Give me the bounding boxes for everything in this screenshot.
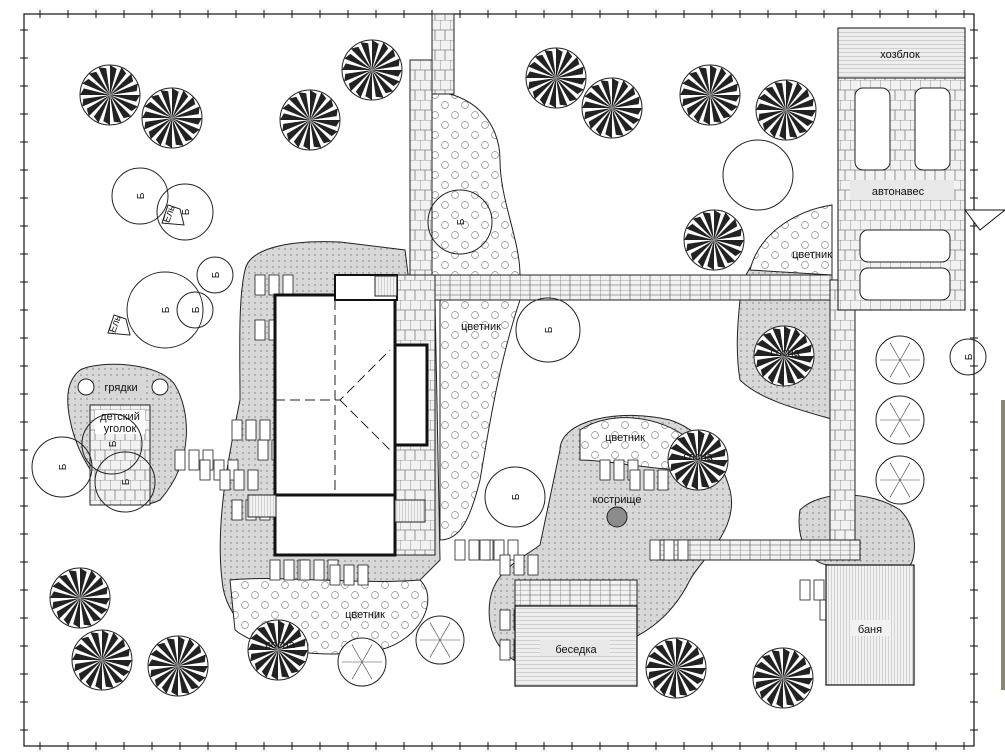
outbuilding-label: хозблок [880, 49, 920, 61]
carport-label: автонавес [872, 186, 925, 198]
birch-tree-icon: Б [126, 271, 204, 349]
pine-tree-icon [645, 637, 707, 699]
pine-tree-icon [147, 635, 209, 697]
firepit-label: кострище [593, 494, 642, 506]
birch-tree-icon: Б [94, 451, 156, 513]
conifer-trees [49, 39, 817, 709]
tree-canopy-icon [722, 139, 794, 211]
shrub-icon [337, 637, 387, 687]
shrub-icon [415, 615, 465, 665]
svg-text:Ель: Ель [161, 204, 177, 224]
bathhouse-label: баня [858, 624, 882, 636]
birch-mark: Б [161, 306, 172, 313]
pine-tree-icon [683, 209, 745, 271]
pine-tree-icon [49, 567, 111, 629]
birch-mark: Б [964, 353, 975, 360]
outbuilding: хозблок [837, 27, 966, 79]
pine-tree-icon [279, 89, 341, 151]
gazebo: беседка [514, 605, 638, 687]
pine-tree-icon [525, 47, 587, 109]
pine-east-label: сосна [770, 347, 800, 359]
pine-tree-icon [141, 87, 203, 149]
pine-center-label: сосна [683, 451, 713, 463]
birch-tree-icon: Б [427, 189, 493, 255]
pine-tree-icon [679, 64, 741, 126]
kids-corner-label-1: детский [100, 411, 140, 423]
flowerbed-pond-label: цветник [605, 432, 645, 444]
birch-mark: Б [511, 493, 522, 500]
birch-tree-icon: Б [484, 466, 546, 528]
birch-mark: Б [58, 463, 69, 470]
carport: автонавес [837, 77, 1005, 311]
birch-tree-icon: Б [156, 183, 214, 241]
shrubs [337, 335, 925, 687]
shrub-icon [875, 335, 925, 385]
birch-mark: Б [544, 326, 555, 333]
beds-label: грядки [104, 382, 137, 394]
svg-text:Ель: Ель [107, 314, 123, 334]
pine-south-label: сосна [265, 639, 295, 651]
birch-mark: Б [121, 478, 132, 485]
birch-tree-icon: Б [111, 167, 169, 225]
birch-mark: Б [136, 192, 147, 199]
flowerbed-east-label: цветник [792, 249, 832, 261]
gazebo-label: беседка [555, 644, 597, 656]
birch-mark: Б [181, 208, 192, 215]
birch-tree-icon: Б [949, 338, 987, 376]
spruce-icon: Ель [107, 314, 131, 336]
plot-boundary [23, 13, 975, 747]
shrub-icon [875, 455, 925, 505]
pine-tree-icon [753, 325, 815, 387]
birch-tree-icon: Б [196, 256, 234, 294]
pine-tree-icon [581, 77, 643, 139]
firepit: кострище [593, 494, 642, 528]
kids-corner-label-2: уголок [104, 423, 137, 435]
birch-mark: Б [211, 271, 222, 278]
birch-tree-icon: Б [515, 297, 581, 363]
pine-tree-icon [341, 39, 403, 101]
pine-tree-icon [755, 79, 817, 141]
pine-tree-icon [71, 629, 133, 691]
pine-tree-icon [752, 647, 814, 709]
birch-tree-icon: Б [31, 436, 93, 498]
labels: цветник цветник цветник цветник сосна со… [265, 249, 832, 651]
pine-tree-icon [667, 429, 729, 491]
bathhouse: баня [825, 564, 915, 686]
boundary-ticks [20, 10, 978, 750]
birch-mark: Б [108, 440, 119, 447]
birch-mark: Б [191, 306, 202, 313]
shrub-icon [875, 395, 925, 445]
house [247, 274, 429, 557]
pine-tree-icon [79, 64, 141, 126]
flowerbed-center-label: цветник [461, 321, 501, 333]
flowerbed-south-label: цветник [345, 609, 385, 621]
edge-strip [1001, 400, 1005, 690]
birch-tree-icon: Б [176, 291, 214, 329]
birch-mark: Б [456, 218, 467, 225]
pine-tree-icon [247, 619, 309, 681]
